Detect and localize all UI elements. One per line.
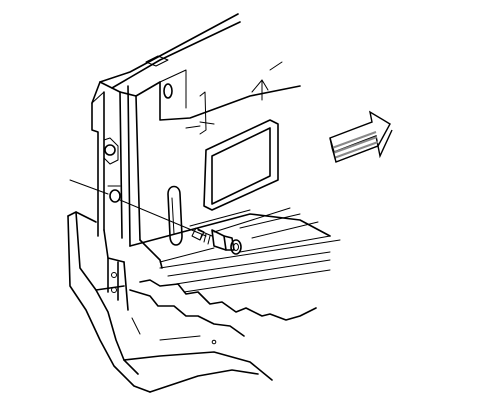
bed-front-panel [91, 13, 301, 135]
bed-side-post [91, 81, 163, 311]
bed-floor [129, 207, 341, 337]
bolt-icon [191, 227, 242, 255]
panel-window [203, 119, 279, 211]
side-slot [167, 185, 183, 246]
front-direction-arrow-icon [329, 110, 393, 163]
callout-leader [69, 179, 207, 237]
rear-bumper [67, 211, 273, 393]
